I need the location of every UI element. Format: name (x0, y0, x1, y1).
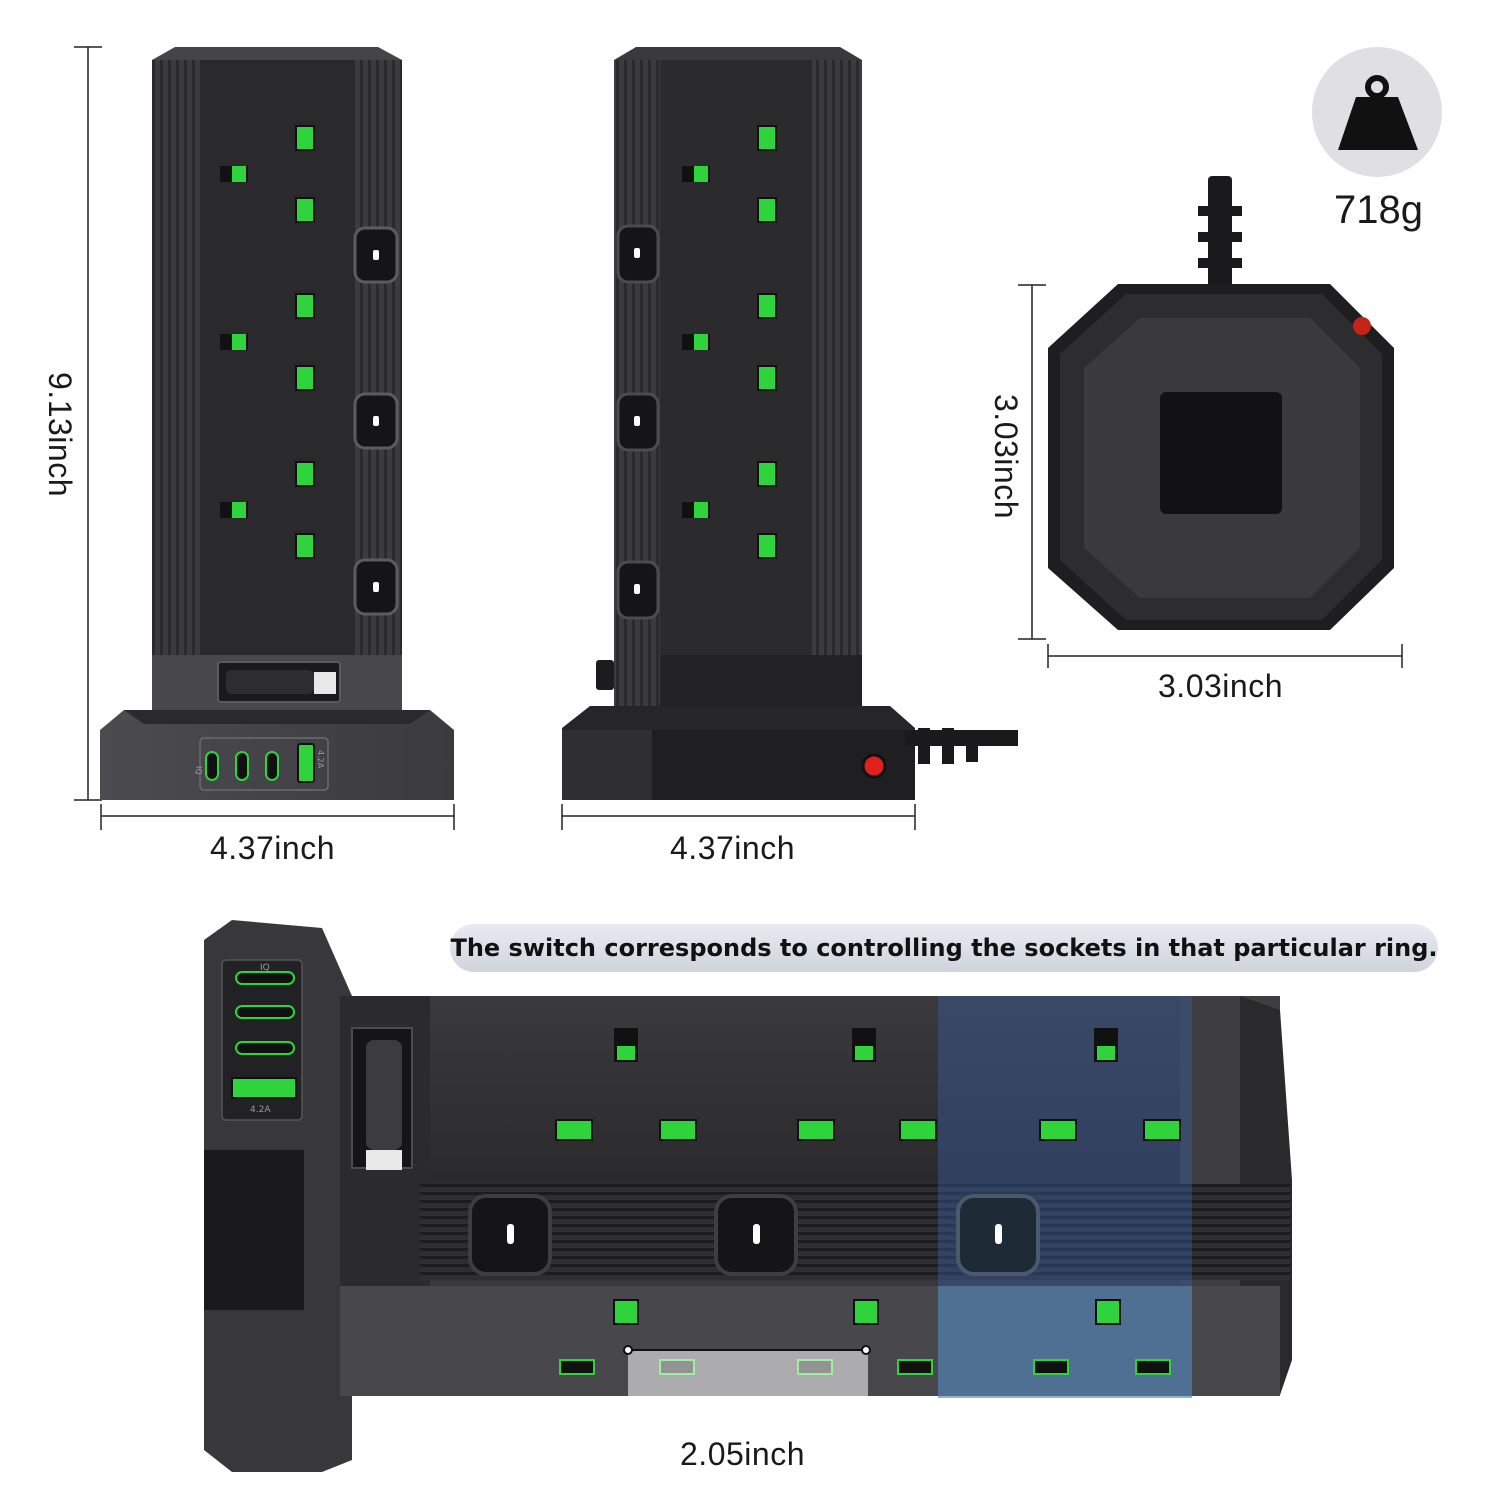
horizontal-switches (468, 1194, 1040, 1276)
tower-height-label: 9.13inch (42, 372, 78, 497)
side-switches (616, 224, 660, 620)
weight-icon (1338, 75, 1418, 150)
side-usb-ports: IQ 4.2A (231, 963, 297, 1115)
horizontal-view: IQ 4.2A (204, 920, 1292, 1472)
horizontal-upper-sockets (555, 1028, 1181, 1141)
svg-text:4.2A: 4.2A (316, 750, 325, 769)
svg-text:4.2A: 4.2A (250, 1105, 271, 1115)
svg-text:IQ: IQ (260, 963, 270, 973)
top-view (1018, 176, 1403, 668)
front-tower: IQ 4.2A (74, 46, 455, 830)
side-width-label: 4.37inch (670, 830, 795, 866)
front-switches (353, 226, 399, 616)
weight-badge (1312, 47, 1442, 177)
side-tower (561, 47, 1018, 830)
svg-text:IQ: IQ (194, 766, 203, 775)
weight-label: 718g (1334, 188, 1423, 232)
front-width-label: 4.37inch (210, 830, 335, 866)
front-sockets (220, 125, 315, 559)
socket-spacing-label: 2.05inch (680, 1436, 805, 1472)
switch-info-text: The switch corresponds to controlling th… (450, 934, 1438, 962)
base-width-label: 3.03inch (1158, 668, 1283, 704)
front-usb-ports: IQ 4.2A (194, 743, 325, 783)
switch-info-banner: The switch corresponds to controlling th… (450, 924, 1438, 972)
base-depth-label: 3.03inch (988, 394, 1024, 519)
side-sockets (682, 125, 777, 559)
